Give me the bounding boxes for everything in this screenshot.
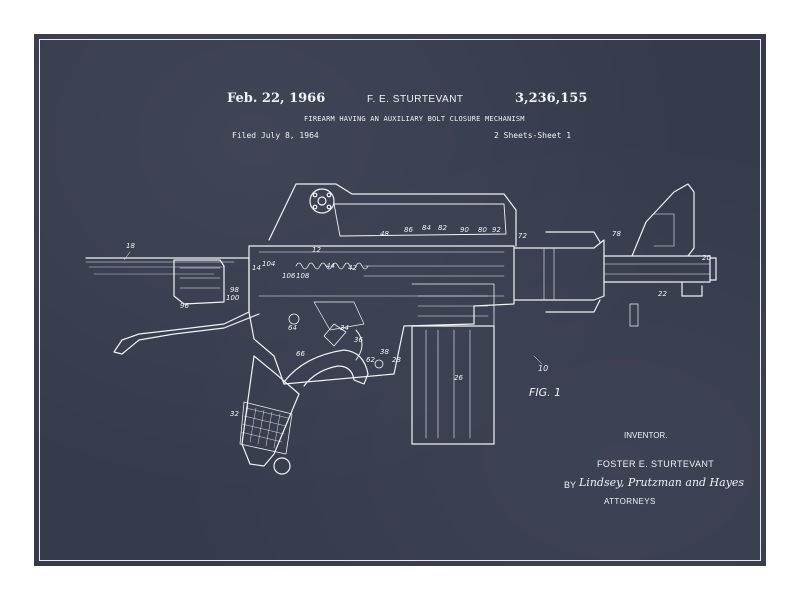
ref-label-100: 100 — [226, 294, 240, 302]
ref-label-106: 106 — [282, 272, 296, 280]
patent-date: Feb. 22, 1966 — [227, 91, 326, 106]
attorneys-label: ATTORNEYS — [604, 497, 656, 506]
attorney-signature: Lindsey, Prutzman and Hayes — [579, 476, 745, 489]
ref-label-10: 10 — [538, 364, 549, 373]
ref-label-62: 62 — [366, 356, 375, 364]
inventor-label: INVENTOR. — [624, 431, 668, 440]
ref-label-78: 78 — [612, 230, 621, 238]
ref-label-22: 22 — [658, 290, 667, 298]
ref-label-38: 38 — [380, 348, 389, 356]
ref-label-26: 26 — [454, 374, 463, 382]
ref-label-96: 96 — [180, 302, 189, 310]
ref-label-42: 42 — [348, 264, 357, 272]
figure-label: FIG. 1 — [529, 386, 562, 399]
blueprint-board: Feb. 22, 1966 F. E. STURTEVANT 3,236,155… — [34, 34, 766, 566]
ref-label-84: 84 — [422, 224, 431, 232]
by-label: BY — [564, 480, 577, 490]
ref-label-32: 32 — [230, 410, 239, 418]
sheet-count: 2 Sheets-Sheet 1 — [494, 131, 572, 140]
ref-label-28: 28 — [392, 356, 401, 364]
filed-date: Filed July 8, 1964 — [232, 131, 319, 140]
ref-label-72: 72 — [518, 232, 527, 240]
ref-label-98: 98 — [230, 286, 239, 294]
ref-label-92: 92 — [492, 226, 501, 234]
ref-label-14: 14 — [252, 264, 261, 272]
ref-label-104: 104 — [262, 260, 275, 268]
rifle-drawing: 18 14 96 98 100 104 106 108 12 44 42 48 … — [85, 183, 717, 475]
ref-label-44: 44 — [326, 262, 335, 270]
ref-label-12: 12 — [312, 246, 321, 254]
inner-border — [39, 39, 761, 561]
ref-label-86: 86 — [404, 226, 413, 234]
ref-label-66: 66 — [296, 350, 305, 358]
ref-label-80: 80 — [478, 226, 487, 234]
patent-number: 3,236,155 — [515, 91, 588, 106]
ref-label-82: 82 — [438, 224, 447, 232]
ref-label-34: 34 — [340, 324, 349, 332]
ref-label-20: 20 — [702, 254, 711, 262]
ref-label-18: 18 — [126, 242, 135, 250]
ref-label-36: 36 — [354, 336, 363, 344]
ref-label-108: 108 — [296, 272, 310, 280]
ref-label-64: 64 — [288, 324, 297, 332]
ref-label-48: 48 — [380, 230, 389, 238]
inventor-header: F. E. STURTEVANT — [367, 94, 464, 105]
ref-label-90: 90 — [460, 226, 469, 234]
patent-title: FIREARM HAVING AN AUXILIARY BOLT CLOSURE… — [304, 115, 525, 123]
inventor-name: FOSTER E. STURTEVANT — [597, 459, 715, 469]
